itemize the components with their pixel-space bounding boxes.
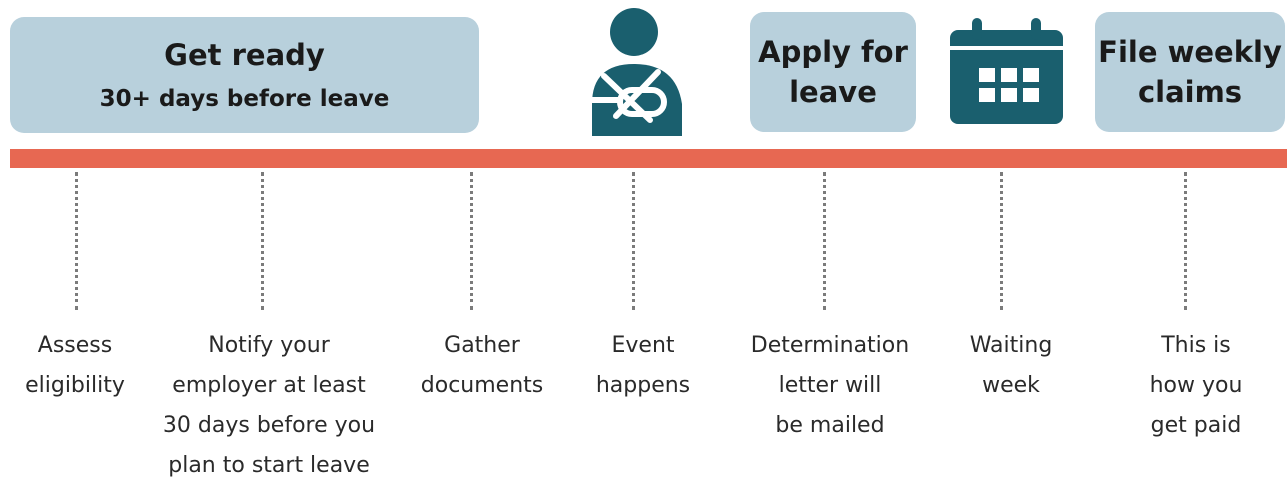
apply-for-leave-box: Apply for leave	[750, 12, 916, 132]
connector-notify	[261, 172, 264, 310]
step-event-happens: Event happens	[595, 333, 691, 398]
connector-gather	[470, 172, 473, 310]
file-weekly-claims-label: File weekly claims	[1098, 35, 1282, 109]
file-weekly-claims-box: File weekly claims	[1095, 12, 1285, 132]
apply-for-leave-label: Apply for leave	[758, 35, 908, 109]
connector-paid	[1184, 172, 1187, 310]
connector-event	[632, 172, 635, 310]
connector-assess	[75, 172, 78, 310]
step-determination-letter: Determination letter will be mailed	[750, 333, 910, 438]
injured-person-icon	[592, 8, 682, 136]
get-ready-title: Get ready	[164, 38, 325, 72]
get-ready-subtitle: 30+ days before leave	[99, 86, 390, 112]
step-how-you-get-paid: This is how you get paid	[1149, 333, 1243, 438]
step-gather-documents: Gather documents	[420, 333, 544, 398]
step-notify-employer: Notify your employer at least 30 days be…	[162, 333, 376, 478]
connector-determination	[823, 172, 826, 310]
get-ready-box: Get ready 30+ days before leave	[10, 17, 479, 133]
connector-waiting	[1000, 172, 1003, 310]
timeline-bar	[10, 149, 1287, 168]
step-waiting-week: Waiting week	[969, 333, 1053, 398]
step-assess-eligibility: Assess eligibility	[25, 333, 125, 398]
calendar-icon	[950, 18, 1063, 124]
